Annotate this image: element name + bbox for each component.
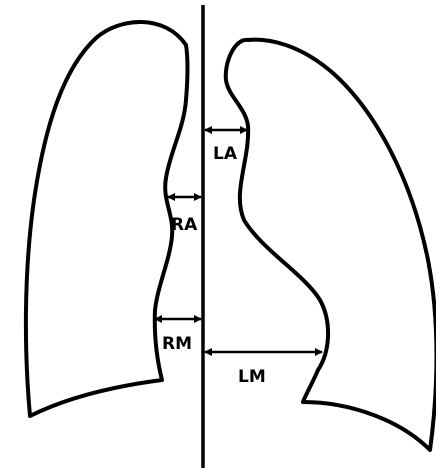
left-lung-outline	[226, 40, 436, 450]
right-lung-outline	[26, 22, 188, 416]
la-label: LA	[213, 144, 238, 164]
lm-label: LM	[238, 367, 266, 387]
rm-label: RM	[162, 334, 192, 354]
ra-label: RA	[171, 215, 198, 235]
